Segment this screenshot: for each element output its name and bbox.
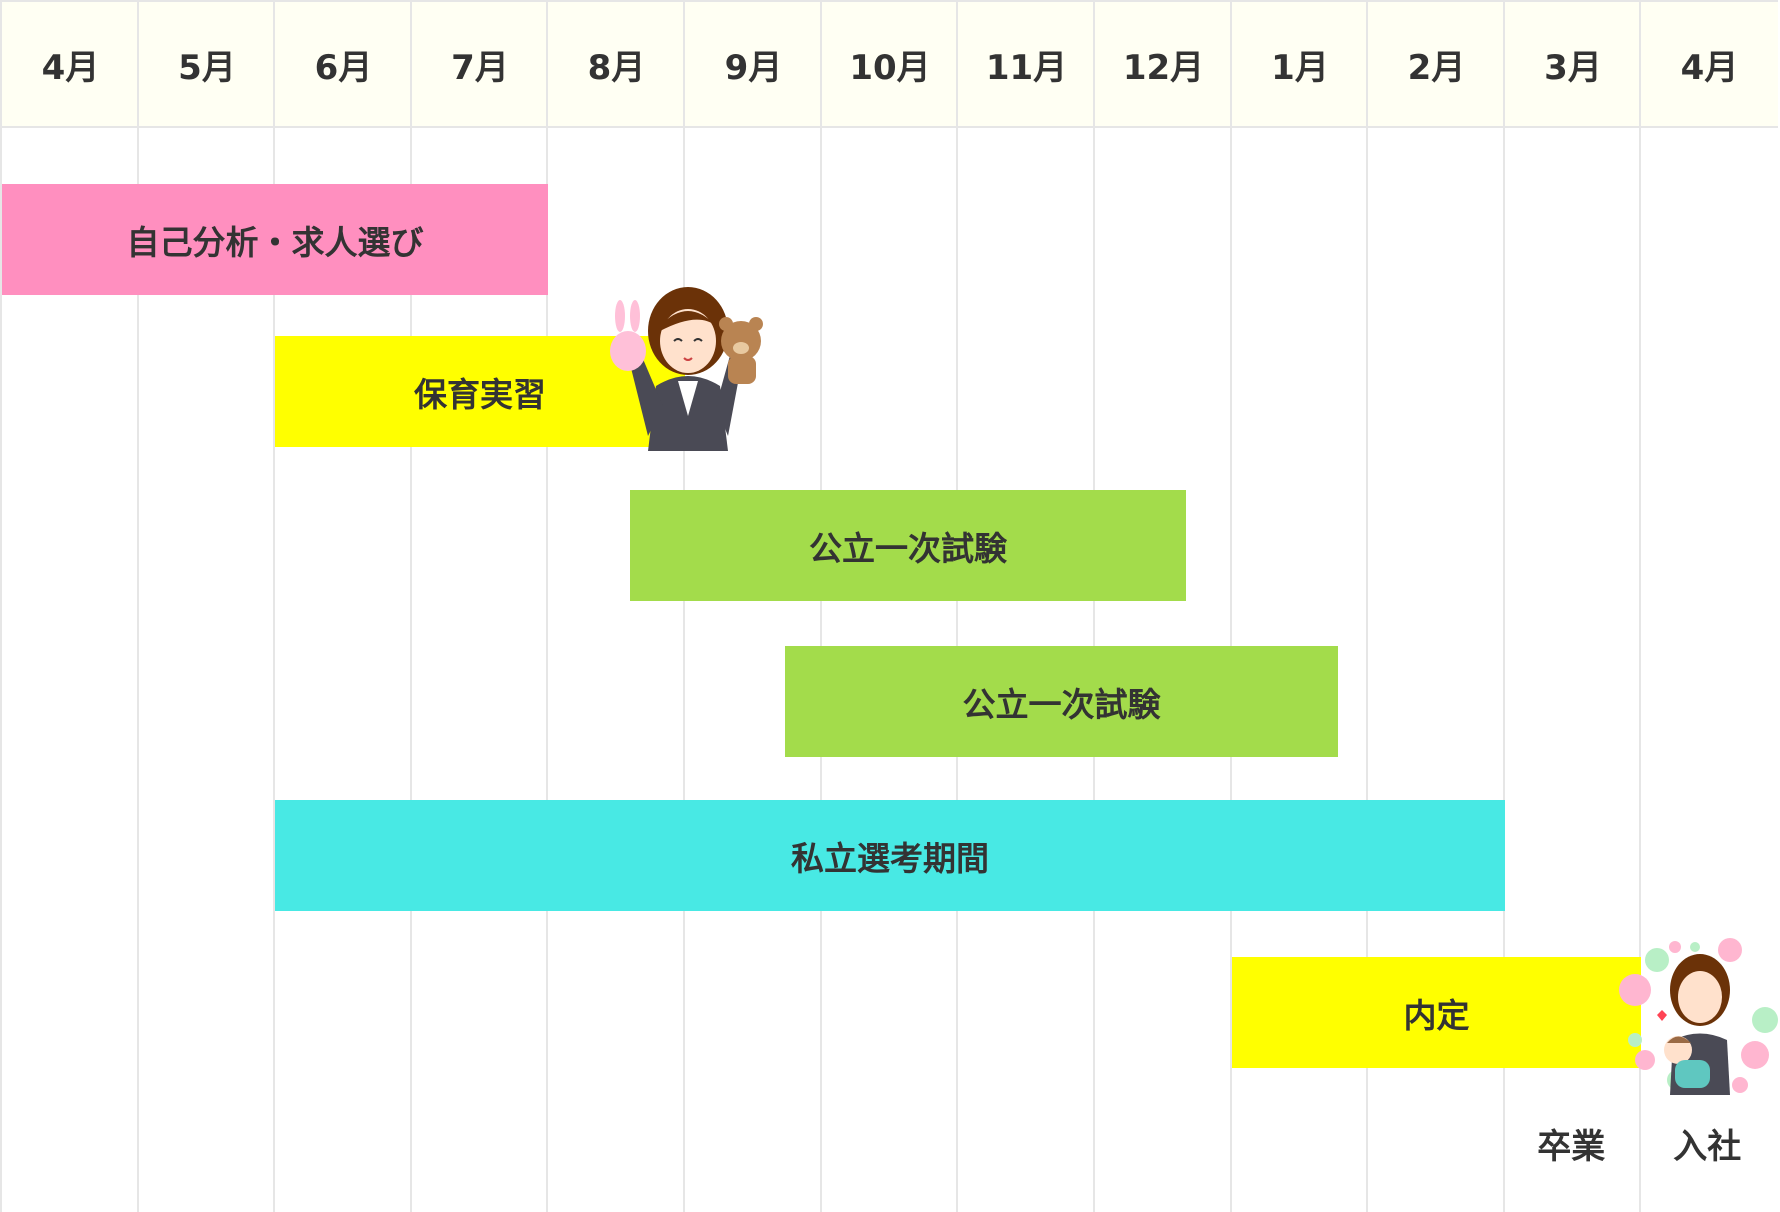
month-header: 12月: [1093, 0, 1232, 128]
month-column: [683, 0, 820, 1212]
schedule-bar: 公立一次試験: [630, 490, 1186, 601]
month-column: [1366, 0, 1503, 1212]
schedule-bar: 自己分析・求人選び: [2, 184, 548, 295]
month-column: [1093, 0, 1230, 1212]
month-header: 10月: [820, 0, 958, 128]
month-column: [1230, 0, 1366, 1212]
woman-with-puppets-illustration: [610, 287, 763, 451]
schedule-bar-label: 自己分析・求人選び: [126, 222, 424, 262]
month-column: [956, 0, 1093, 1212]
month-column: [546, 0, 683, 1212]
month-header: 1月: [1230, 0, 1368, 128]
month-column: [410, 0, 546, 1212]
month-column: [0, 0, 137, 1212]
month-header: 3月: [1503, 0, 1641, 128]
month-column: [273, 0, 410, 1212]
month-column: [137, 0, 273, 1212]
schedule-bar-label: 私立選考期間: [791, 838, 989, 878]
month-header: 6月: [273, 0, 412, 128]
month-header: 4月: [0, 0, 139, 128]
milestone-label: 卒業: [1537, 1126, 1606, 1167]
schedule-bar-label: 公立一次試験: [809, 528, 1007, 568]
milestone-label: 入社: [1673, 1126, 1742, 1167]
month-header: 8月: [546, 0, 685, 128]
month-header: 4月: [1639, 0, 1778, 128]
woman-with-baby-illustration: [1619, 938, 1778, 1095]
month-header: 5月: [137, 0, 275, 128]
month-header: 11月: [956, 0, 1095, 128]
month-column: [1639, 0, 1776, 1212]
month-column: [820, 0, 956, 1212]
month-header: 9月: [683, 0, 822, 128]
month-header: 7月: [410, 0, 548, 128]
schedule-bar-label: 公立一次試験: [962, 684, 1161, 724]
schedule-bar-label: 保育実習: [414, 374, 546, 414]
month-column: [1503, 0, 1639, 1212]
schedule-bar: 公立一次試験: [785, 646, 1338, 757]
schedule-bar: 私立選考期間: [275, 800, 1505, 911]
month-header: 2月: [1366, 0, 1505, 128]
schedule-bar-label: 内定: [1403, 995, 1470, 1035]
schedule-bar: 内定: [1232, 957, 1641, 1068]
